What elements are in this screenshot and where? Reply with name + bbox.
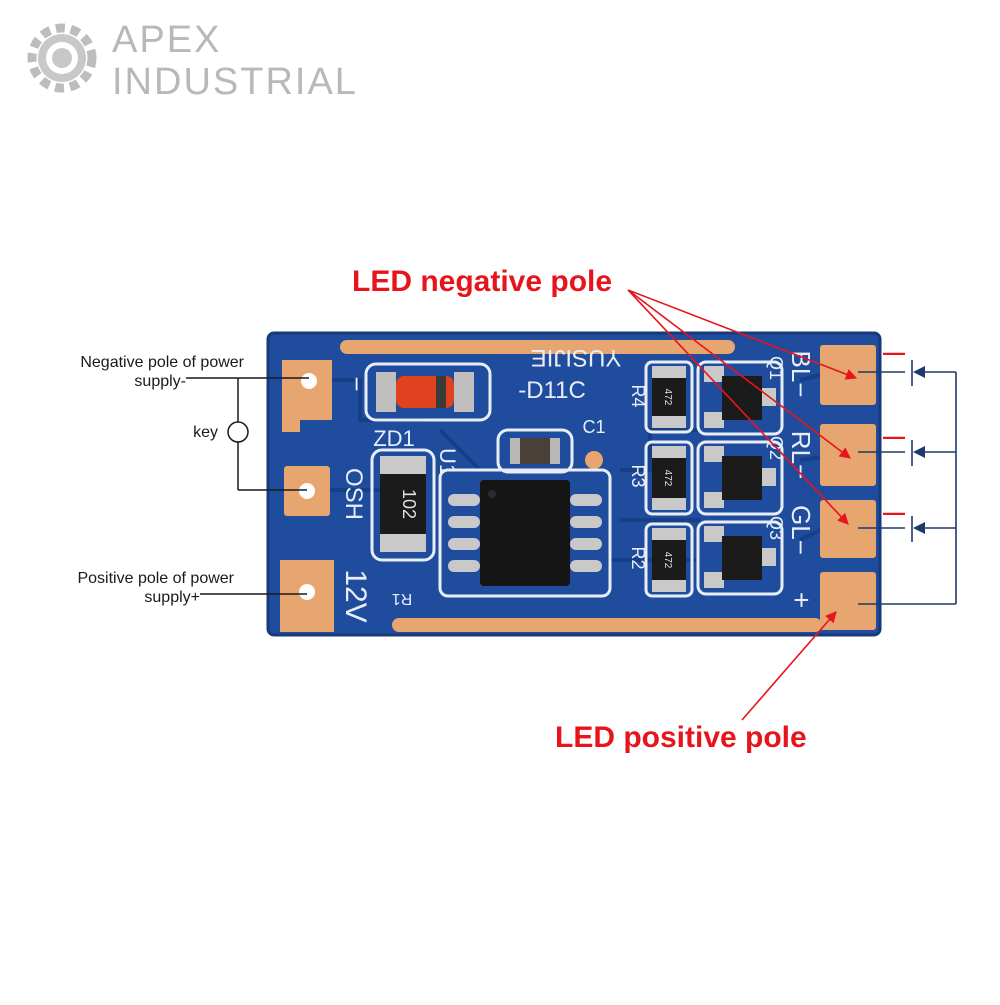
silk-12v: 12V <box>339 569 372 622</box>
key-switch-icon <box>227 421 249 443</box>
minus-mark-gl: — <box>883 500 905 525</box>
silk-bl: BL− <box>786 351 816 398</box>
capacitor-c1 <box>496 428 603 474</box>
resistor-r1-code: 102 <box>399 489 419 519</box>
led-diode-icon <box>913 366 925 378</box>
annotation-arrows <box>627 289 858 721</box>
bottom-copper-rail <box>392 618 822 632</box>
silk-gl: GL− <box>786 505 816 555</box>
silk-u1: U1 <box>435 448 460 476</box>
transistor-q3 <box>696 520 784 596</box>
resistor-r4 <box>644 360 694 434</box>
left-pads <box>280 360 334 632</box>
pad-hole <box>299 584 315 600</box>
resistor-r2 <box>644 522 694 598</box>
led-positive-label: LED positive pole <box>555 721 807 754</box>
power-positive-label-line2: supply+ <box>144 589 200 606</box>
pad-hole <box>299 483 315 499</box>
power-negative-label-line1: Negative pole of power <box>80 354 244 371</box>
brand-logo: APEX INDUSTRIAL <box>27 19 358 103</box>
pad-hole <box>301 373 317 389</box>
gear-icon <box>27 23 97 93</box>
resistor-r2-code: 472 <box>662 552 673 569</box>
top-copper-rail <box>340 340 735 354</box>
power-labels: Negative pole of power supply- key Posit… <box>77 354 244 606</box>
led-negative-label: LED negative pole <box>352 265 612 298</box>
silk-plus: + <box>786 592 817 608</box>
silk-chip-code-top: YUSIJIE <box>531 344 622 371</box>
minus-mark-bl: — <box>883 340 905 365</box>
silk-c1: C1 <box>582 417 605 437</box>
led-diode-icon <box>913 522 925 534</box>
power-wiring <box>186 377 309 595</box>
resistor-r3 <box>644 440 694 516</box>
ic-u1 <box>438 468 612 598</box>
pad-gl <box>820 500 876 558</box>
silk-zd1: ZD1 <box>373 426 415 451</box>
silk-r4: R4 <box>628 384 648 407</box>
resistor-r1 <box>370 448 436 562</box>
silk-rl: RL− <box>786 431 816 479</box>
resistor-r4-code: 472 <box>662 389 673 406</box>
key-label: key <box>193 424 218 441</box>
brand-line2: INDUSTRIAL <box>112 61 358 103</box>
power-positive-label-line1: Positive pole of power <box>77 570 234 587</box>
power-negative-label-line2: supply- <box>134 373 186 390</box>
led-minus-marks: — — — <box>883 340 905 525</box>
silk-r3: R3 <box>628 464 648 487</box>
minus-mark-rl: — <box>883 424 905 449</box>
pcb-board: YUSIJIE -D11C ZD1 U1 C1 R1 R2 R3 R4 Q1 Q… <box>266 331 882 637</box>
led-diode-icon <box>913 446 925 458</box>
silk-r2: R2 <box>628 546 648 569</box>
silk-q3: Q3 <box>766 516 786 540</box>
led-diode-icons <box>913 366 925 534</box>
transistor-q2 <box>696 440 784 516</box>
zener-diode-zd1 <box>364 362 492 422</box>
silk-minus: − <box>342 376 372 391</box>
silk-chip-code-bottom: -D11C <box>518 377 586 404</box>
silk-q1: Q1 <box>766 356 786 380</box>
silk-osh: OSH <box>340 468 367 520</box>
silk-r1: R1 <box>392 590 413 607</box>
brand-line1: APEX <box>112 19 221 61</box>
pcb-edge <box>266 331 882 637</box>
pad-rl <box>820 424 876 486</box>
resistor-r3-code: 472 <box>662 470 673 487</box>
